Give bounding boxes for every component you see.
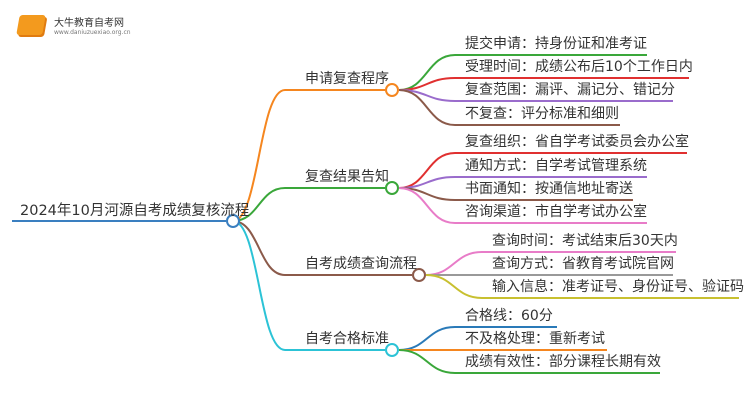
leaf-node[interactable]: 复查组织：省自学考试委员会办公室 — [465, 134, 689, 150]
branch-line — [232, 220, 412, 276]
logo-name: 大牛教育自考网 — [54, 18, 124, 29]
leaf-line — [398, 349, 660, 374]
leaf-line — [398, 152, 687, 189]
root-node[interactable]: 2024年10月河源自考成绩复核流程 — [20, 203, 250, 219]
branch-line — [232, 89, 385, 222]
leaf-node[interactable]: 通知方式：自学考试管理系统 — [465, 158, 647, 174]
leaf-line — [398, 187, 647, 224]
branch-line — [232, 220, 385, 351]
leaf-node[interactable]: 不复查：评分标准和细则 — [465, 106, 619, 122]
branch-node[interactable]: 自考合格标准 — [305, 331, 389, 347]
branch-node[interactable]: 自考成绩查询流程 — [305, 256, 417, 272]
leaf-node[interactable]: 查询方式：省教育考试院官网 — [492, 256, 674, 272]
logo-url: www.daniuzuexiao.org.cn — [54, 29, 131, 36]
branch-node[interactable]: 复查结果告知 — [305, 169, 389, 185]
leaf-node[interactable]: 不及格处理：重新考试 — [465, 331, 605, 347]
logo: 大牛教育自考网 www.daniuzuexiao.org.cn — [16, 14, 131, 36]
collapse-toggle-icon — [385, 343, 399, 357]
leaf-node[interactable]: 查询时间：考试结束后30天内 — [492, 233, 678, 249]
leaf-node[interactable]: 成绩有效性：部分课程长期有效 — [465, 354, 661, 370]
collapse-toggle-icon — [385, 83, 399, 97]
leaf-node[interactable]: 合格线：60分 — [465, 308, 553, 324]
leaf-line — [398, 89, 620, 126]
leaf-node[interactable]: 输入信息：准考证号、身份证号、验证码 — [492, 279, 744, 295]
collapse-toggle-icon — [412, 268, 426, 282]
leaf-line — [425, 274, 739, 299]
leaf-node[interactable]: 书面通知：按通信地址寄送 — [465, 181, 633, 197]
root-toggle-icon — [226, 214, 240, 228]
branch-node[interactable]: 申请复查程序 — [305, 71, 389, 87]
leaf-node[interactable]: 咨询渠道：市自学考试办公室 — [465, 204, 647, 220]
leaf-node[interactable]: 复查范围：漏评、漏记分、错记分 — [465, 82, 675, 98]
leaf-node[interactable]: 提交申请：持身份证和准考证 — [465, 36, 647, 52]
leaf-node[interactable]: 受理时间：成绩公布后10个工作日内 — [465, 59, 693, 75]
collapse-toggle-icon — [385, 181, 399, 195]
branch-line — [232, 187, 385, 222]
